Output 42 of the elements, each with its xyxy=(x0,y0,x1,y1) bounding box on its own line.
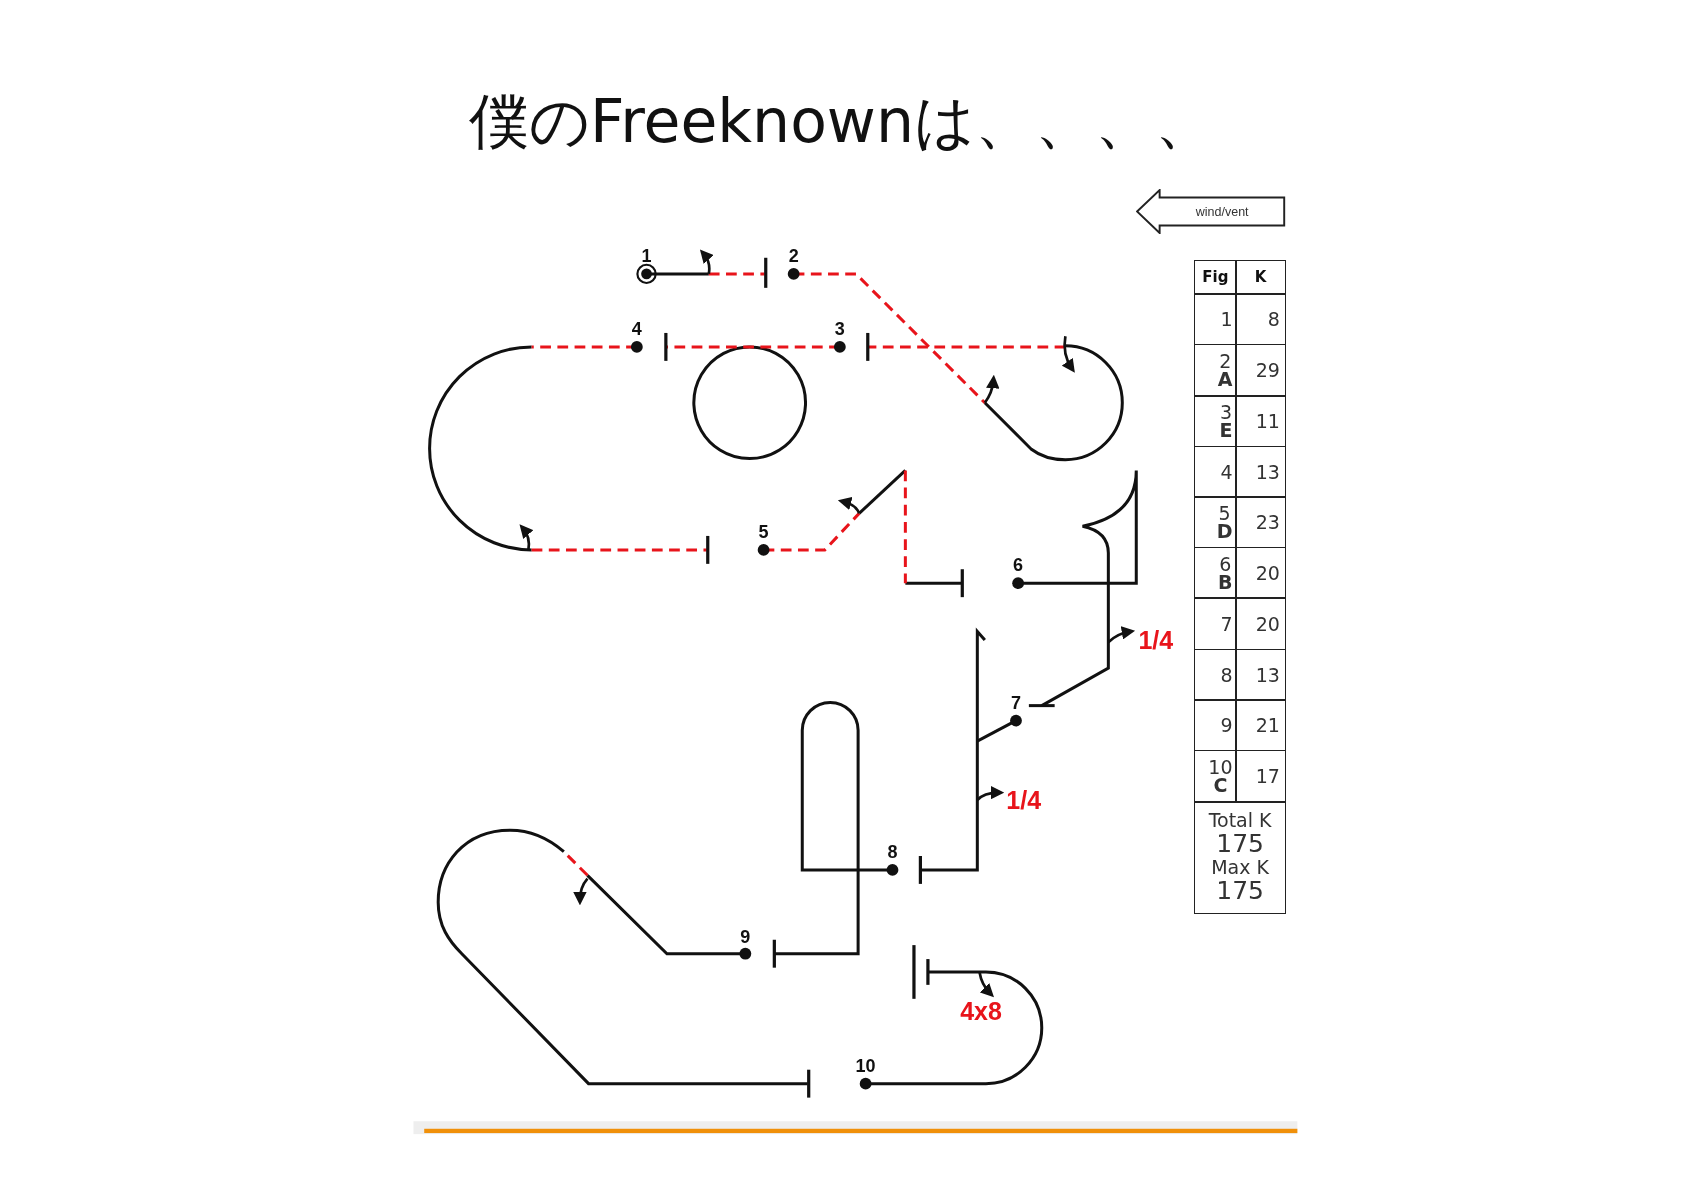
table-cell: 11 xyxy=(1235,395,1286,448)
figure-number: 10 xyxy=(855,1057,876,1076)
figure-number: 9 xyxy=(740,927,751,946)
table-cell: 1 xyxy=(1194,293,1237,346)
table-cell: 10 C xyxy=(1194,749,1237,803)
roll-label: 4x8 xyxy=(960,998,1002,1024)
arrow-label: wind/vent xyxy=(1194,203,1250,221)
header-cell: K xyxy=(1235,259,1286,295)
table-cell: 8 xyxy=(1235,293,1286,346)
table-cell: 20 xyxy=(1235,546,1286,599)
table-cell: 8 xyxy=(1194,648,1237,701)
table-cell: 7 xyxy=(1194,597,1237,651)
table-cell: 6 B xyxy=(1194,546,1237,599)
roll-label: 1/4 xyxy=(1006,787,1042,813)
table-cell: 9 xyxy=(1194,699,1237,752)
total-value: 175 xyxy=(1216,877,1264,904)
figure-number: 3 xyxy=(834,319,845,338)
table-cell: 5 D xyxy=(1194,496,1237,549)
table-cell: 20 xyxy=(1235,597,1286,651)
figure-number: 8 xyxy=(887,842,898,861)
total-value: 175 xyxy=(1216,831,1264,858)
total-label: Max K xyxy=(1211,857,1269,878)
table-cell: 4 xyxy=(1194,445,1237,498)
table-cell: 29 xyxy=(1235,343,1286,397)
title: 僕のFreeknownは、、、、 xyxy=(468,88,1216,154)
table-cell: 13 xyxy=(1235,648,1286,701)
table-cell: 23 xyxy=(1235,496,1286,549)
table-cell: 13 xyxy=(1235,445,1286,498)
table-cell: 17 xyxy=(1235,749,1286,803)
roll-label: 1/4 xyxy=(1138,627,1174,653)
table-cell: 2 A xyxy=(1194,343,1237,397)
table-cell: 21 xyxy=(1235,699,1286,752)
figure-number: 7 xyxy=(1011,694,1021,713)
figure-number: 2 xyxy=(788,246,799,265)
table-cell: 3 E xyxy=(1194,395,1237,448)
wind-arrow xyxy=(1136,189,1286,235)
figure-number: 1 xyxy=(641,246,652,265)
figure-number: 6 xyxy=(1013,555,1024,574)
figure-number: 4 xyxy=(631,319,642,338)
figure-number: 5 xyxy=(758,522,769,541)
header-cell: Fig xyxy=(1194,259,1237,295)
total-label: Total K xyxy=(1208,811,1272,832)
